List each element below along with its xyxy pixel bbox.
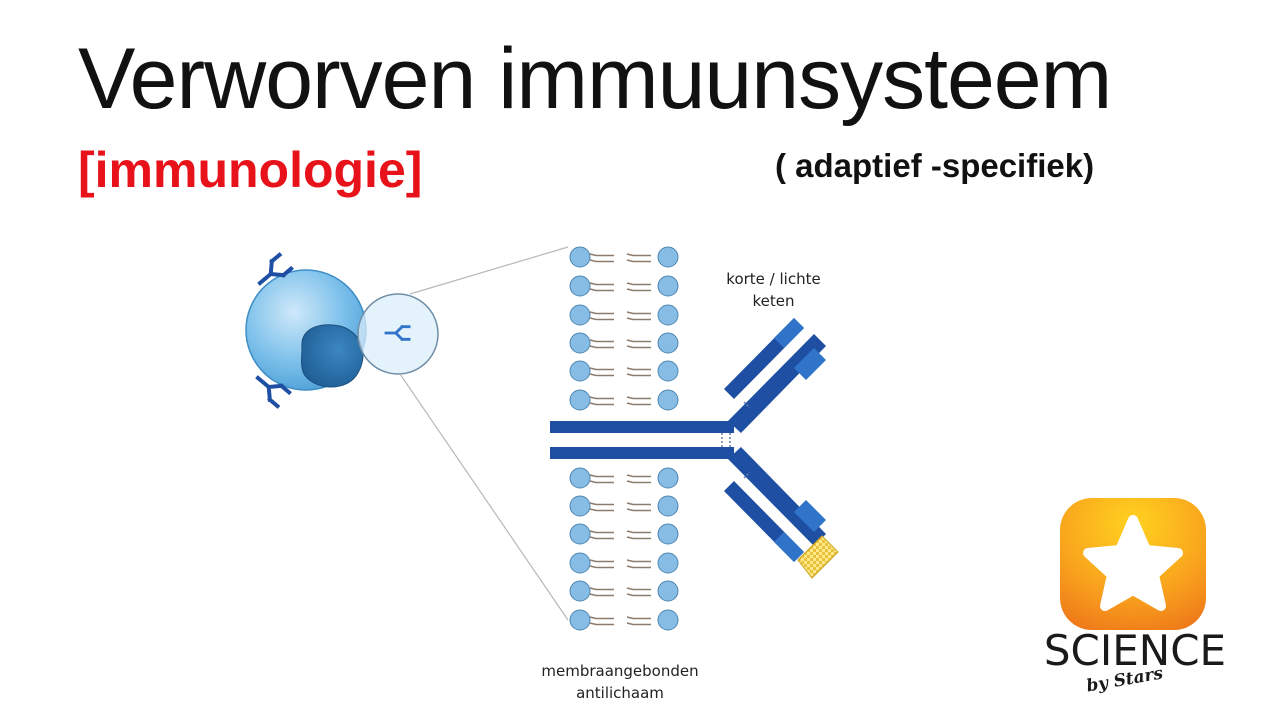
phospholipid-head: [569, 609, 591, 631]
phospholipid-head: [569, 495, 591, 517]
label-light-chain: korte / lichte keten: [716, 268, 831, 312]
phospholipid-head: [569, 304, 591, 326]
membrane-antibody: [550, 318, 839, 579]
phospholipid-head: [657, 495, 679, 517]
phospholipid-pair: [569, 332, 679, 354]
phospholipid-head: [657, 389, 679, 411]
phospholipid-pair: [569, 275, 679, 297]
label-light-chain-line1: korte / lichte: [726, 270, 821, 288]
phospholipid-pair: [569, 552, 679, 574]
phospholipid-head: [569, 389, 591, 411]
phospholipid-pair: [569, 389, 679, 411]
phospholipid-head: [657, 609, 679, 631]
slide-subtitle: [immunologie]: [78, 142, 423, 198]
phospholipid-pair: [569, 360, 679, 382]
star-icon: [1083, 515, 1183, 611]
phospholipid-head: [569, 523, 591, 545]
phospholipid-head: [569, 552, 591, 574]
phospholipid-pair: [569, 304, 679, 326]
phospholipid-pair: [569, 246, 679, 268]
phospholipid-pair: [569, 467, 679, 489]
phospholipid-head: [657, 304, 679, 326]
b-cell: [245, 269, 367, 391]
label-membrane-antibody: membraangebonden antilichaam: [530, 660, 710, 704]
zoom-circle: [357, 293, 439, 375]
label-light-chain-line2: keten: [752, 292, 795, 310]
phospholipid-head: [657, 360, 679, 382]
slide-title: Verworven immuunsysteem: [78, 31, 1112, 127]
phospholipid-head: [657, 275, 679, 297]
phospholipid-pair: [569, 609, 679, 631]
phospholipid-head: [569, 275, 591, 297]
zoom-line-bottom: [399, 373, 569, 621]
phospholipid-head: [657, 246, 679, 268]
phospholipid-head: [569, 332, 591, 354]
phospholipid-head: [569, 360, 591, 382]
label-membrane-antibody-line1: membraangebonden: [541, 662, 699, 680]
slide-tagline: ( adaptief -specifiek): [775, 147, 1095, 184]
phospholipid-pair: [569, 580, 679, 602]
label-membrane-antibody-line2: antilichaam: [576, 684, 664, 702]
phospholipid-head: [657, 332, 679, 354]
antibody-diagram: [245, 246, 839, 631]
phospholipid-head: [657, 552, 679, 574]
phospholipid-pair: [569, 495, 679, 517]
phospholipid-head: [569, 246, 591, 268]
phospholipid-head: [569, 467, 591, 489]
phospholipid-pair: [569, 523, 679, 545]
logo-word: SCIENCE: [1043, 626, 1227, 675]
phospholipid-head: [657, 580, 679, 602]
zoom-line-top: [409, 246, 569, 295]
phospholipid-head: [657, 523, 679, 545]
phospholipid-bilayer: [569, 246, 679, 631]
science-by-stars-logo: [1060, 498, 1206, 630]
phospholipid-head: [657, 467, 679, 489]
phospholipid-head: [569, 580, 591, 602]
